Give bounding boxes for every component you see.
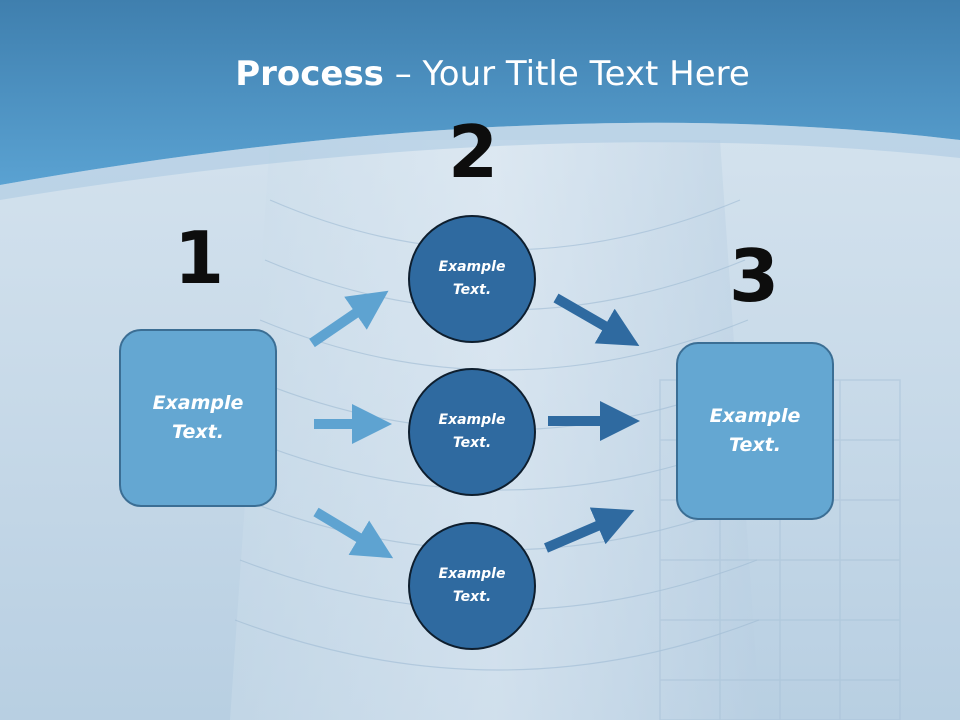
circle-bottom: Example Text. [408, 522, 536, 650]
circle-middle: Example Text. [408, 368, 536, 496]
step-number-3: 3 [728, 234, 780, 318]
slide-title: Process – Your Title Text Here [0, 52, 960, 96]
step-number-2: 2 [447, 110, 499, 194]
circle-top: Example Text. [408, 215, 536, 343]
right-box: Example Text. [676, 342, 834, 520]
left-box: Example Text. [119, 329, 277, 507]
right-box-text: Example Text. [709, 405, 801, 456]
header-swoosh [0, 122, 960, 200]
title-bold: Process [235, 54, 384, 94]
circle-bottom-text: Example Text. [438, 566, 506, 605]
circle-top-text: Example Text. [438, 259, 506, 298]
title-rest: – Your Title Text Here [383, 54, 750, 94]
circle-middle-text: Example Text. [438, 412, 506, 451]
step-number-1: 1 [173, 216, 225, 300]
header-band [0, 0, 960, 185]
left-box-text: Example Text. [152, 392, 244, 443]
